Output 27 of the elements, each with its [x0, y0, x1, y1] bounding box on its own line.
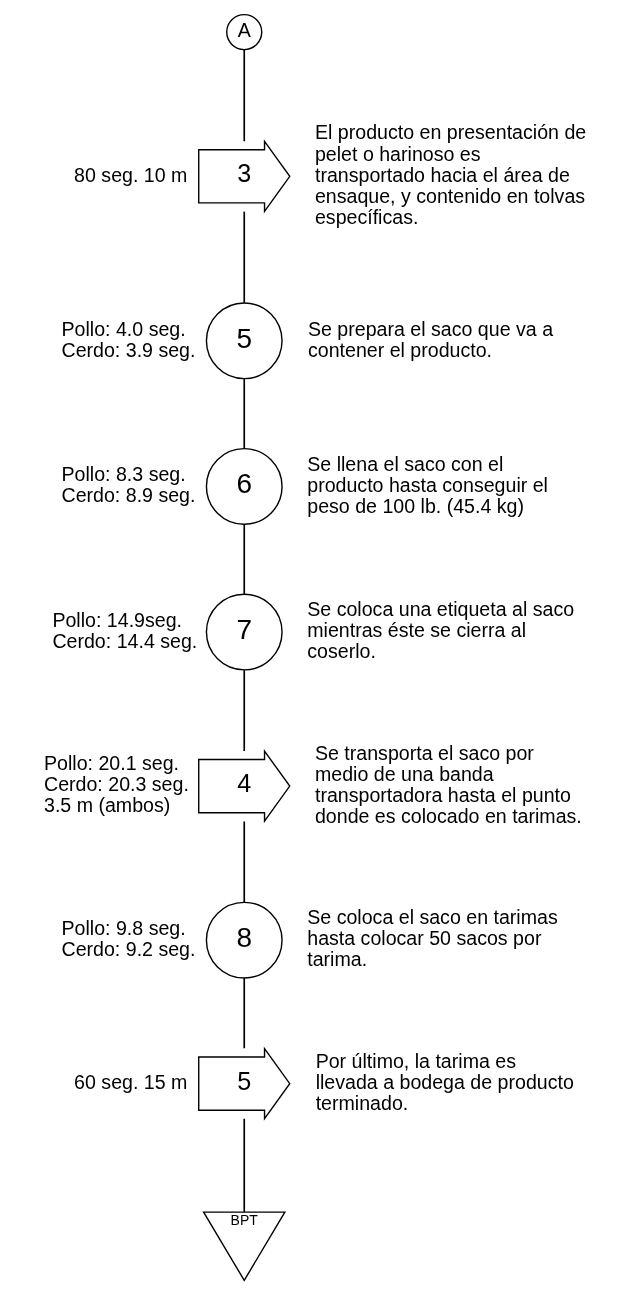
connector	[242, 820, 245, 904]
node-circle: 7	[205, 593, 283, 671]
node-label: Pollo: 20.1 seg. Cerdo: 20.3 seg. 3.5 m (ambos)	[43, 752, 189, 817]
node-label: Pollo: 14.9seg. Cerdo: 14.4 seg.	[51, 608, 197, 652]
node-circle: 6	[205, 447, 283, 525]
node-label: Pollo: 4.0 seg. Cerdo: 3.9 seg.	[61, 317, 195, 361]
node-label: Se coloca una etiqueta al saco mientras éste se cierra al coserlo.	[306, 598, 574, 663]
node-label: 60 seg. 15 m	[73, 1070, 187, 1093]
node-label: Se prepara el saco que va a contener el producto.	[307, 317, 553, 361]
connector	[242, 48, 245, 143]
node-circle: A	[225, 13, 262, 51]
connector	[242, 977, 245, 1050]
node-circle: 8	[205, 901, 283, 979]
node-label: Pollo: 9.8 seg. Cerdo: 9.2 seg.	[61, 916, 195, 960]
node-label: Pollo: 8.3 seg. Cerdo: 8.9 seg.	[61, 463, 195, 507]
node-circle: 5	[205, 302, 283, 380]
connector	[242, 377, 245, 450]
connector	[242, 210, 245, 304]
node-label: Se transporta el saco por medio de una banda transportadora hasta el punto donde es colocado en tarimas.	[314, 741, 582, 827]
connector	[242, 669, 245, 752]
connector	[242, 523, 245, 595]
connector	[242, 1117, 245, 1213]
node-label: El producto en presentación de pelet o harinoso es transportado hacia el área de ensaque, y contenido en tolvas específicas.	[314, 121, 586, 228]
node-label: Por último, la tarima es llevada a bodega de producto terminado.	[315, 1049, 574, 1114]
node-label: 80 seg. 10 m	[73, 163, 187, 186]
node-label: Se llena el saco con el producto hasta conseguir el peso de 100 lb. (45.4 kg)	[306, 452, 548, 517]
node-label: Se coloca el saco en tarimas hasta colocar 50 sacos por tarima.	[306, 906, 558, 971]
